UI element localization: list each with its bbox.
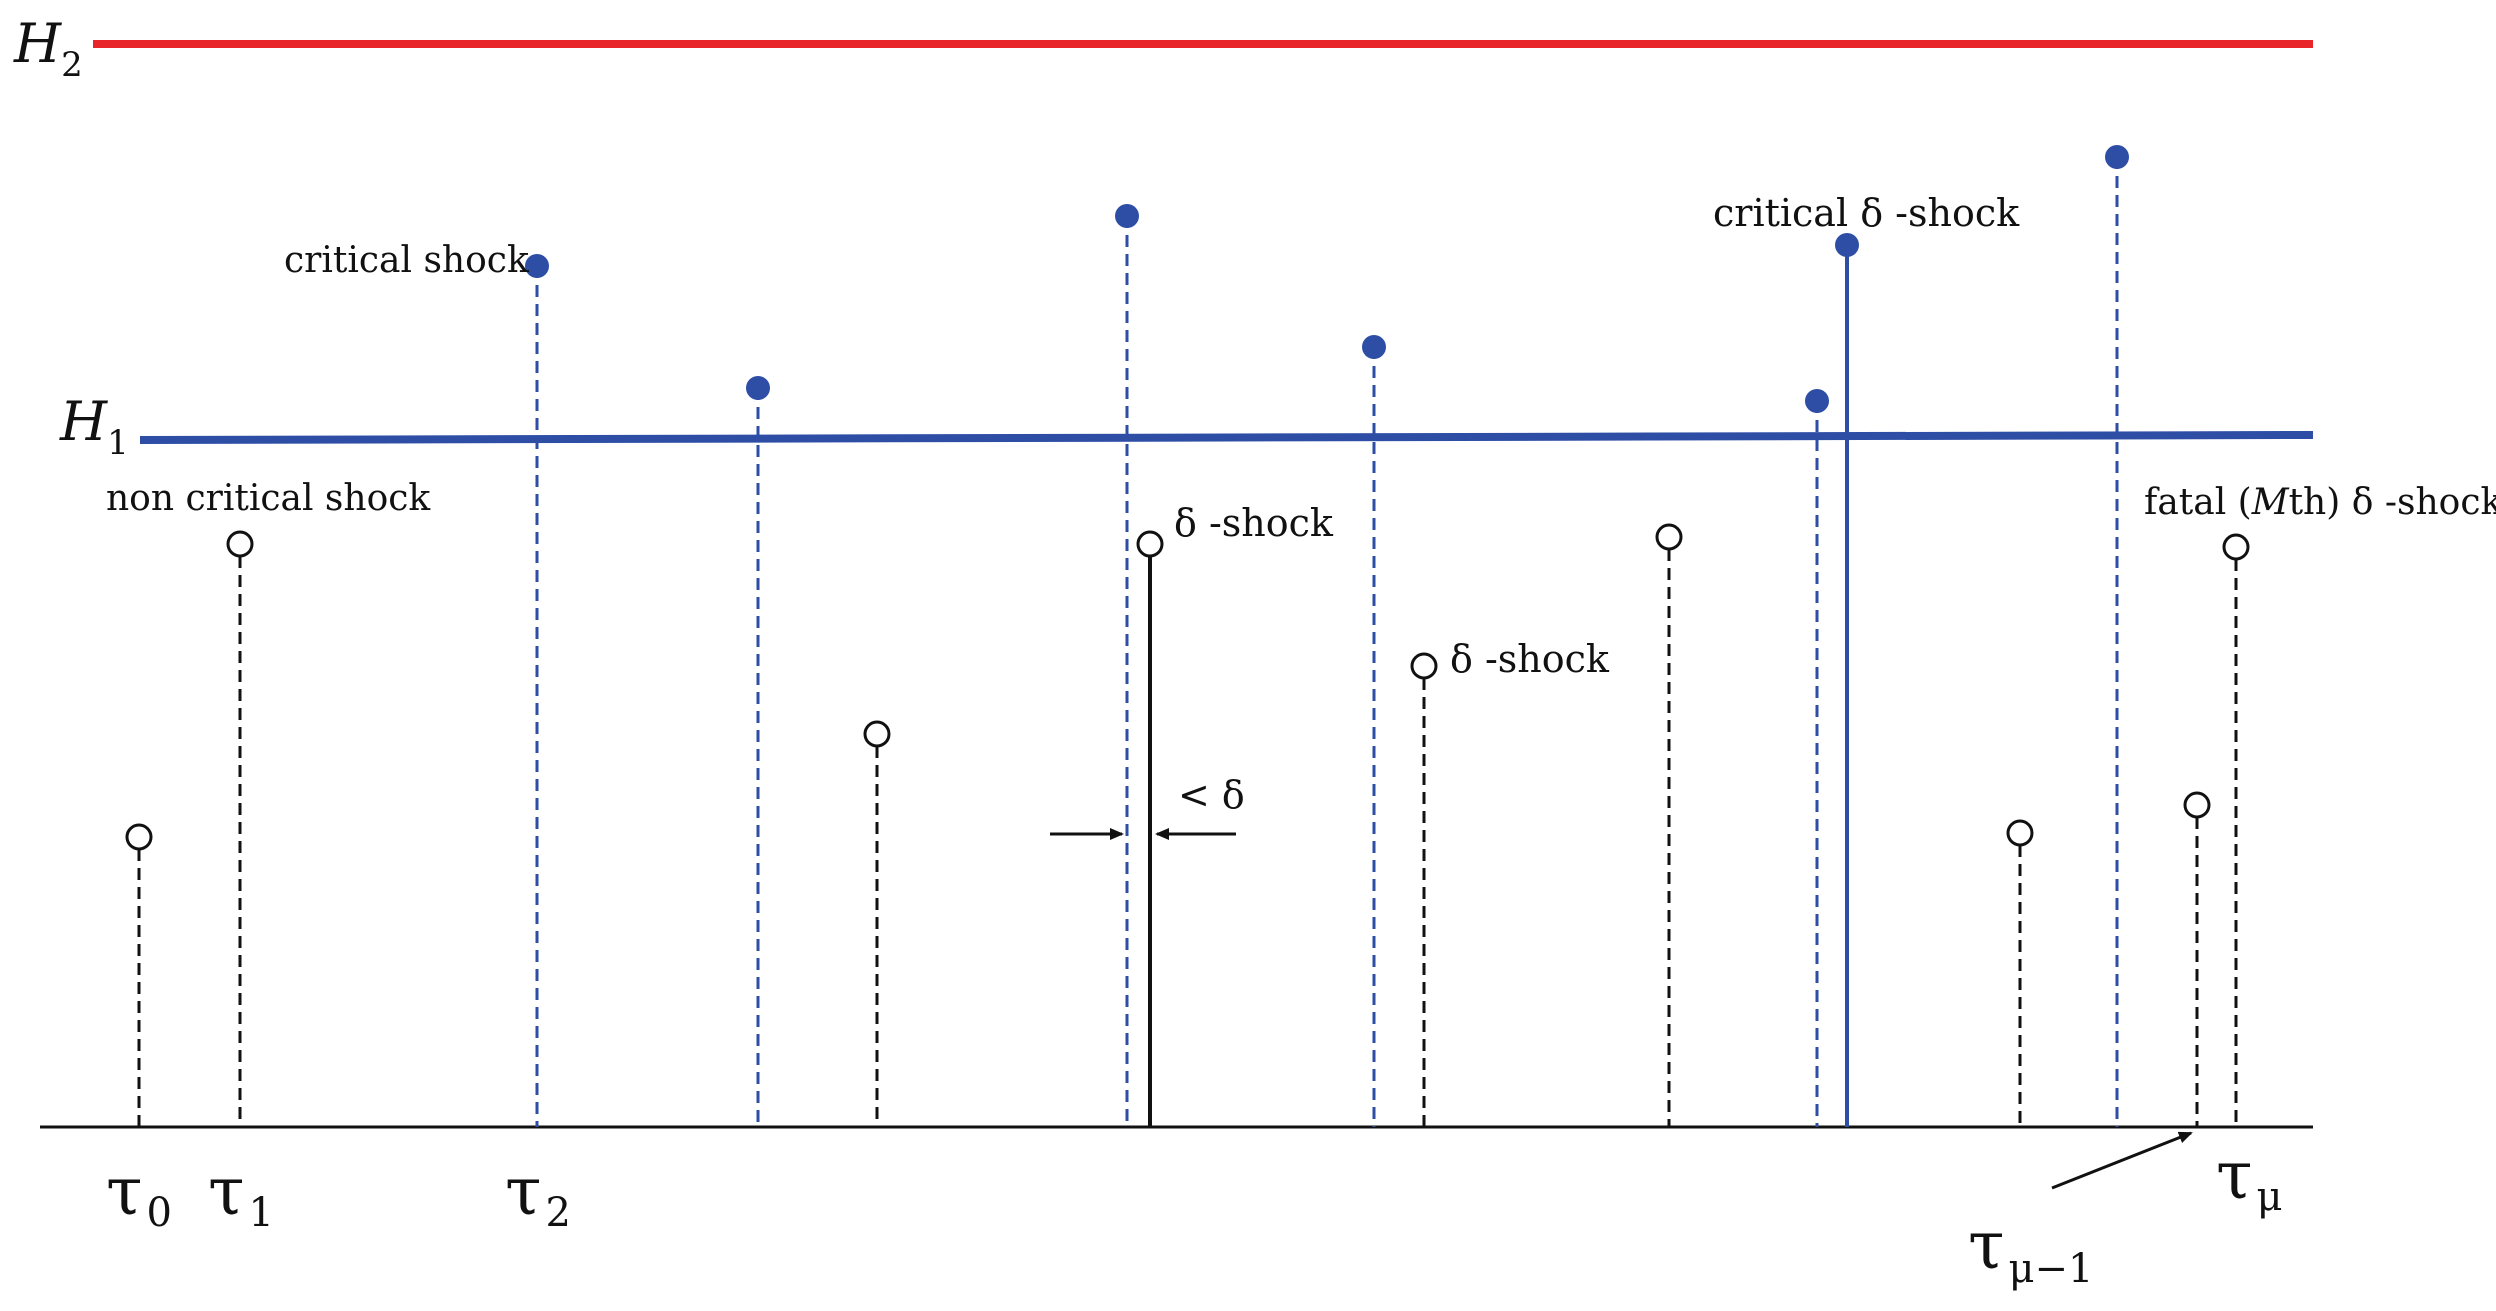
fatal-delta-shock-label: fatal (Mth) δ -shock [2144, 482, 2496, 523]
delta-shock-marker [1410, 652, 1438, 680]
delta-shock-label: δ -shock [1450, 637, 1610, 681]
critical-shock-marker [1115, 204, 1139, 228]
non-critical-shock-label: non critical shock [106, 478, 431, 519]
delta-shock-label: δ -shock [1174, 501, 1334, 545]
tau-mu-minus-1-pointer [2051, 1131, 2193, 1190]
delta-shock-marker [1136, 530, 1164, 558]
critical-shock-marker [1835, 233, 1859, 257]
non-critical-shock-marker [226, 530, 254, 558]
non-critical-shock-marker [125, 823, 153, 851]
less-than-delta-label: < δ [1178, 773, 1245, 817]
critical-shock-label: critical shock [284, 240, 530, 281]
non-critical-shock-marker [863, 720, 891, 748]
critical-shock-marker [1362, 335, 1386, 359]
critical-shock-marker [746, 376, 770, 400]
critical-shock-marker [1805, 389, 1829, 413]
critical-delta-shock-label: critical δ -shock [1713, 191, 2020, 235]
non-critical-shocks [125, 523, 2250, 1127]
non-critical-shock-marker [2183, 791, 2211, 819]
non-critical-shock-marker [1655, 523, 1683, 551]
non-critical-shock-marker [2006, 819, 2034, 847]
critical-shock-marker [2105, 145, 2129, 169]
critical-shock-marker [525, 254, 549, 278]
h1-threshold-line [139, 431, 2314, 444]
critical-shocks [525, 145, 2129, 1127]
h2-label: H2 [13, 12, 83, 85]
h1-label: H1 [59, 390, 129, 463]
fatal-shock-marker [2222, 533, 2250, 561]
